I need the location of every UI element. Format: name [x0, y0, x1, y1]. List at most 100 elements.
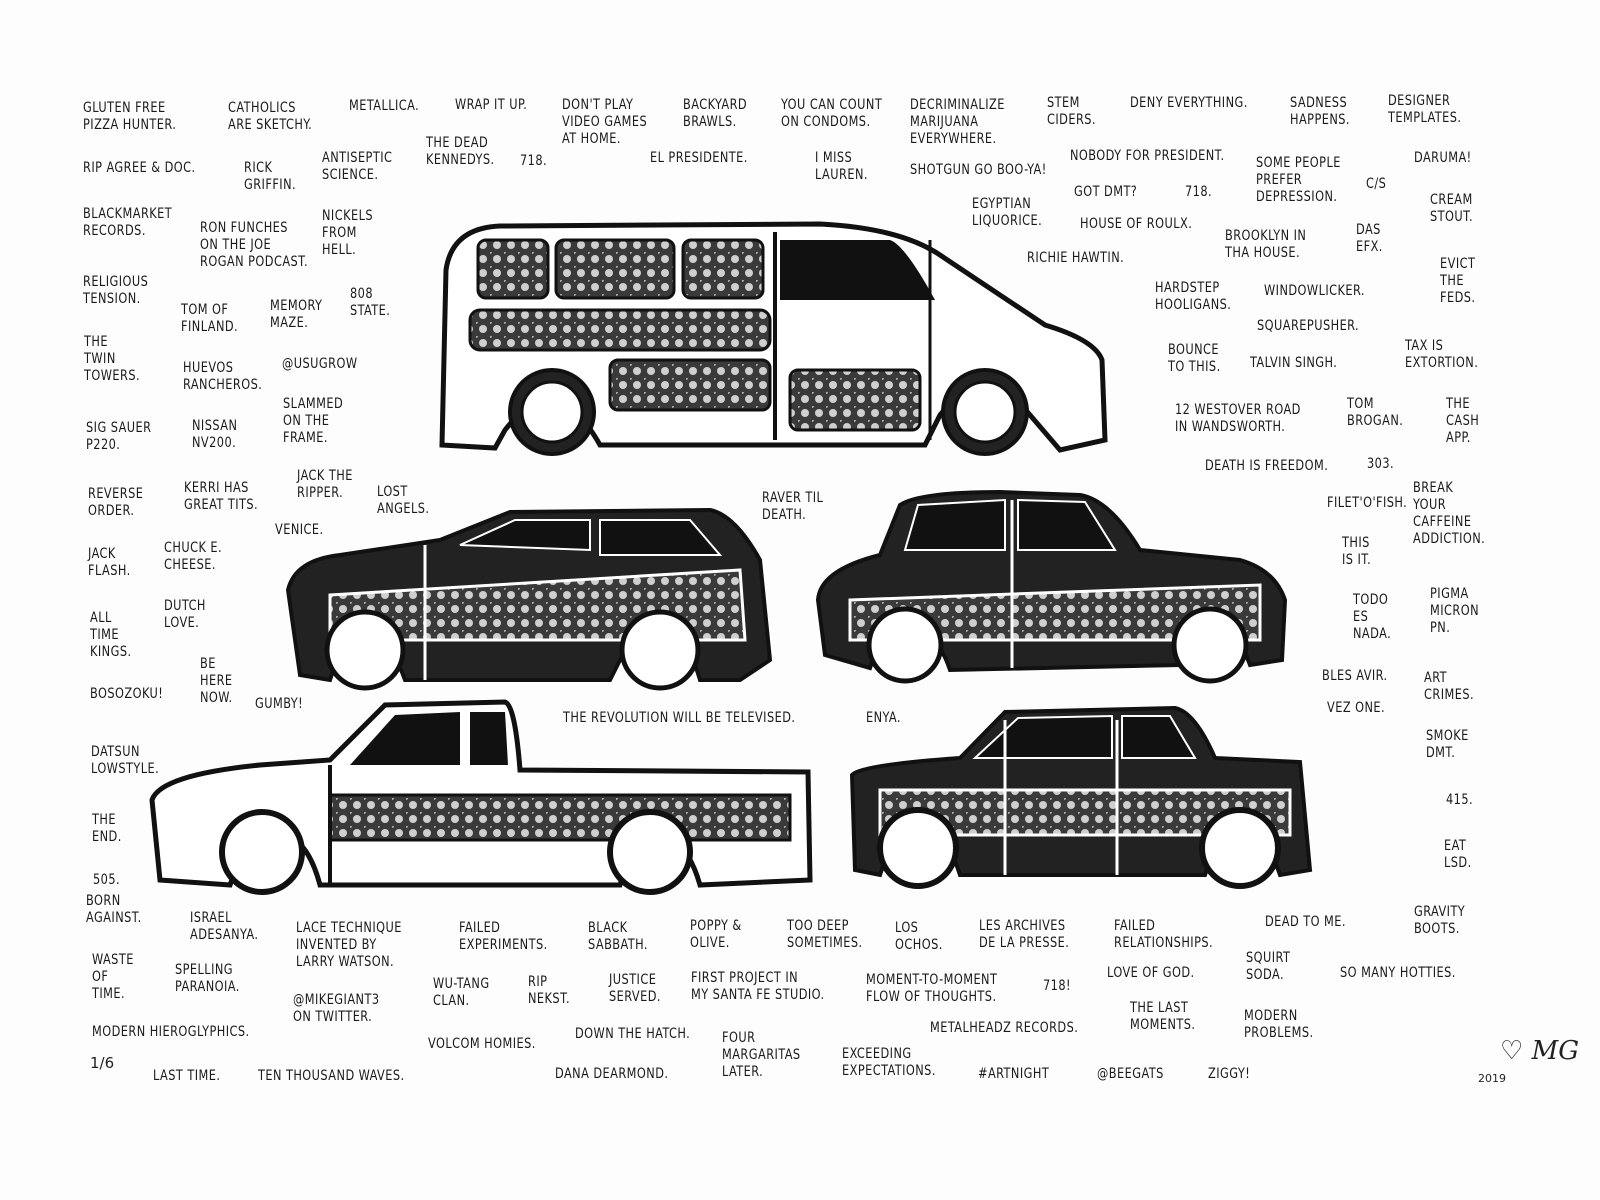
handwritten-label: EL PRESIDENTE.	[650, 150, 748, 166]
handwritten-label: THE DEAD KENNEDYS.	[426, 135, 495, 168]
handwritten-label: VENICE.	[275, 522, 324, 538]
wheel	[324, 609, 406, 691]
handwritten-label: HOUSE OF ROULX.	[1080, 216, 1193, 232]
handwritten-label: SPELLING PARANOIA.	[175, 962, 240, 995]
handwritten-label: FAILED RELATIONSHIPS.	[1114, 918, 1214, 951]
handwritten-label: WRAP IT UP.	[455, 97, 528, 113]
handwritten-label: DANA DeARMOND.	[555, 1066, 669, 1082]
handwritten-label: #ARTNIGHT	[978, 1066, 1050, 1082]
wheel	[219, 809, 305, 895]
signature-year: 2019	[1478, 1072, 1506, 1085]
handwritten-label: SLAMMED ON THE FRAME.	[283, 396, 344, 446]
handwritten-label: SHOTGUN GO BOO-YA!	[910, 162, 1047, 178]
handwritten-label: NISSAN NV200.	[192, 418, 238, 451]
handwritten-label: LES ARCHIVES DE LA PRESSE.	[979, 918, 1070, 951]
handwritten-label: DOWN THE HATCH.	[575, 1026, 691, 1042]
handwritten-label: TODO ES NADA.	[1353, 592, 1392, 642]
handwritten-label: RICK GRIFFIN.	[244, 160, 297, 193]
handwritten-label: VOLCOM HOMIES.	[428, 1036, 536, 1052]
handwritten-label: SQUIRT SODA.	[1246, 950, 1291, 983]
handwritten-label: RIP AGREE & DOC.	[83, 160, 196, 176]
handwritten-label: SOME PEOPLE PREFER DEPRESSION.	[1256, 155, 1341, 205]
handwritten-label: 303.	[1367, 456, 1395, 472]
handwritten-label: RICHIE HAWTIN.	[1027, 250, 1125, 266]
handwritten-label: NOBODY FOR PRESIDENT.	[1070, 148, 1225, 164]
handwritten-label: ISRAEL ADESANYA.	[190, 910, 259, 943]
handwritten-label: KERRI HAS GREAT TITS.	[184, 480, 259, 513]
handwritten-label: PIGMA MICRON PN.	[1430, 586, 1480, 636]
handwritten-label: BROOKLYN IN THA HOUSE.	[1225, 228, 1307, 261]
handwritten-label: REVERSE ORDER.	[88, 486, 144, 519]
handwritten-label: FILET'O'FISH.	[1327, 495, 1408, 511]
handwritten-label: METALLICA.	[349, 98, 420, 114]
sedan-drawing	[849, 705, 1313, 889]
handwritten-label: ANTISEPTIC SCIENCE.	[322, 150, 393, 183]
handwritten-label: EXCEEDING EXPECTATIONS.	[842, 1046, 936, 1079]
handwritten-label: MODERN HIEROGLYPHICS.	[92, 1024, 250, 1040]
edition-number: 1/6	[90, 1054, 115, 1072]
handwritten-label: LOST ANGELS.	[377, 484, 430, 517]
handwritten-label: EGYPTIAN LIQUORICE.	[972, 196, 1043, 229]
handwritten-label: RELIGIOUS TENSION.	[83, 274, 149, 307]
handwritten-label: HARDSTEP HOOLIGANS.	[1155, 280, 1232, 313]
coupe-drawing	[815, 489, 1288, 684]
handwritten-label: ALL TIME KINGS.	[90, 610, 132, 660]
handwritten-label: DEAD TO ME.	[1265, 914, 1346, 930]
handwritten-label: METALHEADZ RECORDS.	[930, 1020, 1079, 1036]
handwritten-label: DAS EFX.	[1356, 222, 1383, 255]
handwritten-label: GRAVITY BOOTS.	[1414, 904, 1466, 937]
handwritten-label: TOO DEEP SOMETIMES.	[787, 918, 863, 951]
handwritten-label: NICKELS FROM HELL.	[322, 208, 373, 258]
handwritten-label: ENYA.	[866, 710, 901, 726]
handwritten-label: JACK FLASH.	[88, 546, 131, 579]
wheel	[877, 807, 959, 889]
handwritten-label: FAILED EXPERIMENTS.	[459, 920, 548, 953]
handwritten-label: LAST TIME.	[153, 1068, 221, 1084]
handwritten-label: DEATH IS FREEDOM.	[1205, 458, 1329, 474]
handwritten-label: 718.	[520, 153, 548, 169]
handwritten-label: EVICT THE FEDS.	[1440, 256, 1476, 306]
wheel	[607, 809, 693, 895]
handwritten-label: HUEVOS RANCHEROS.	[183, 360, 263, 393]
handwritten-label: BACKYARD BRAWLS.	[683, 97, 748, 130]
wheel	[619, 609, 701, 691]
handwritten-label: GOT DMT?	[1074, 184, 1138, 200]
handwritten-label: DON'T PLAY VIDEO GAMES AT HOME.	[562, 97, 648, 147]
handwritten-label: DENY EVERYTHING.	[1130, 95, 1248, 111]
handwritten-label: SO MANY HOTTIES.	[1340, 965, 1456, 981]
handwritten-label: THE LAST MOMENTS.	[1130, 1000, 1196, 1033]
handwritten-label: THIS IS IT.	[1342, 535, 1372, 568]
artist-signature: ♡ MG	[1500, 1036, 1579, 1066]
handwritten-label: WINDOWLICKER.	[1264, 283, 1365, 299]
handwritten-label: I MISS LAUREN.	[815, 150, 868, 183]
handwritten-label: DECRIMINALIZE MARIJUANA EVERYWHERE.	[910, 97, 1005, 147]
handwritten-label: THE END.	[92, 812, 122, 845]
handwritten-label: RAVER TIL DEATH.	[762, 490, 824, 523]
handwritten-label: TAX IS EXTORTION.	[1405, 338, 1479, 371]
hatchback-drawing	[285, 507, 773, 691]
handwritten-label: ZIGGY!	[1208, 1066, 1251, 1082]
handwritten-label: CHUCK E. CHEESE.	[164, 540, 223, 573]
handwritten-label: FOUR MARGARITAS LATER.	[722, 1030, 801, 1080]
handwritten-label: SMOKE DMT.	[1426, 728, 1469, 761]
handwritten-label: 808 STATE.	[350, 286, 391, 319]
handwritten-label: DARUMA!	[1414, 150, 1472, 166]
handwritten-label: THE CASH APP.	[1446, 396, 1480, 446]
handwritten-label: @USUGROW	[282, 356, 358, 372]
handwritten-label: LACE TECHNIQUE INVENTED BY LARRY WATSON.	[296, 920, 402, 970]
handwritten-label: 12 WESTOVER ROAD IN WANDSWORTH.	[1175, 402, 1301, 435]
handwritten-label: BLACKMARKET RECORDS.	[83, 206, 173, 239]
handwritten-label: JUSTICE SERVED.	[609, 972, 661, 1005]
handwritten-label: BE HERE NOW.	[200, 656, 233, 706]
handwritten-label: 415.	[1446, 792, 1474, 808]
handwritten-label: WU-TANG CLAN.	[433, 976, 490, 1009]
handwritten-label: FIRST PROJECT IN MY SANTA FE STUDIO.	[691, 970, 825, 1003]
handwritten-label: @MIKEGIANT3 ON TWITTER.	[293, 992, 380, 1025]
wheel	[1199, 807, 1281, 889]
handwritten-label: DATSUN LOWSTYLE.	[91, 744, 160, 777]
handwritten-label: GLUTEN FREE PIZZA HUNTER.	[83, 100, 177, 133]
handwritten-label: BORN AGAINST.	[86, 893, 142, 926]
handwritten-label: TEN THOUSAND WAVES.	[258, 1068, 405, 1084]
handwritten-label: SIG SAUER P220.	[86, 420, 152, 453]
